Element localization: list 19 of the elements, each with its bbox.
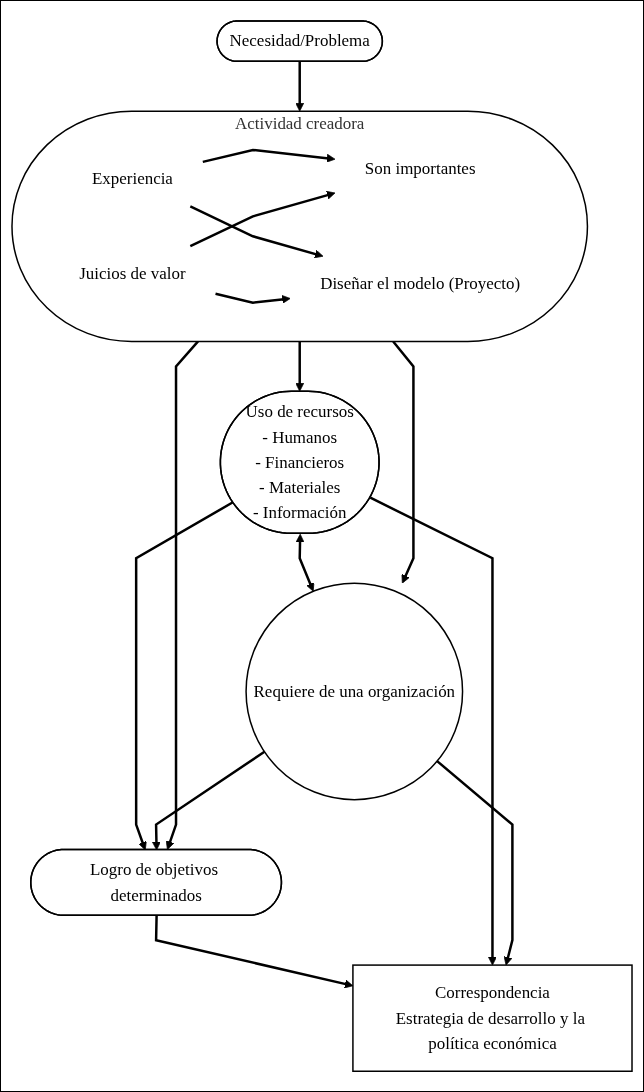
node-text: Experiencia [91, 168, 173, 188]
arrow [436, 760, 514, 966]
arrow [189, 205, 324, 259]
node-circle: Requiere de una organización [245, 582, 464, 801]
arrow [152, 750, 266, 851]
arrow [295, 341, 305, 392]
node-text: Diseñar el modelo (Proyecto) [320, 274, 521, 293]
arrow [202, 148, 336, 163]
arrow [189, 190, 336, 248]
arrow [295, 533, 315, 592]
arrow [295, 61, 305, 112]
arrow [134, 501, 234, 851]
arrow [392, 340, 415, 584]
node-text: Son importantes [364, 158, 476, 178]
node-text: Juicios de valor [79, 264, 186, 284]
arrow [215, 292, 291, 304]
arrow [369, 496, 497, 966]
node-box: Correspondencia Estrategia de desarrollo y la política económica [352, 964, 633, 1072]
arrow [165, 340, 199, 850]
